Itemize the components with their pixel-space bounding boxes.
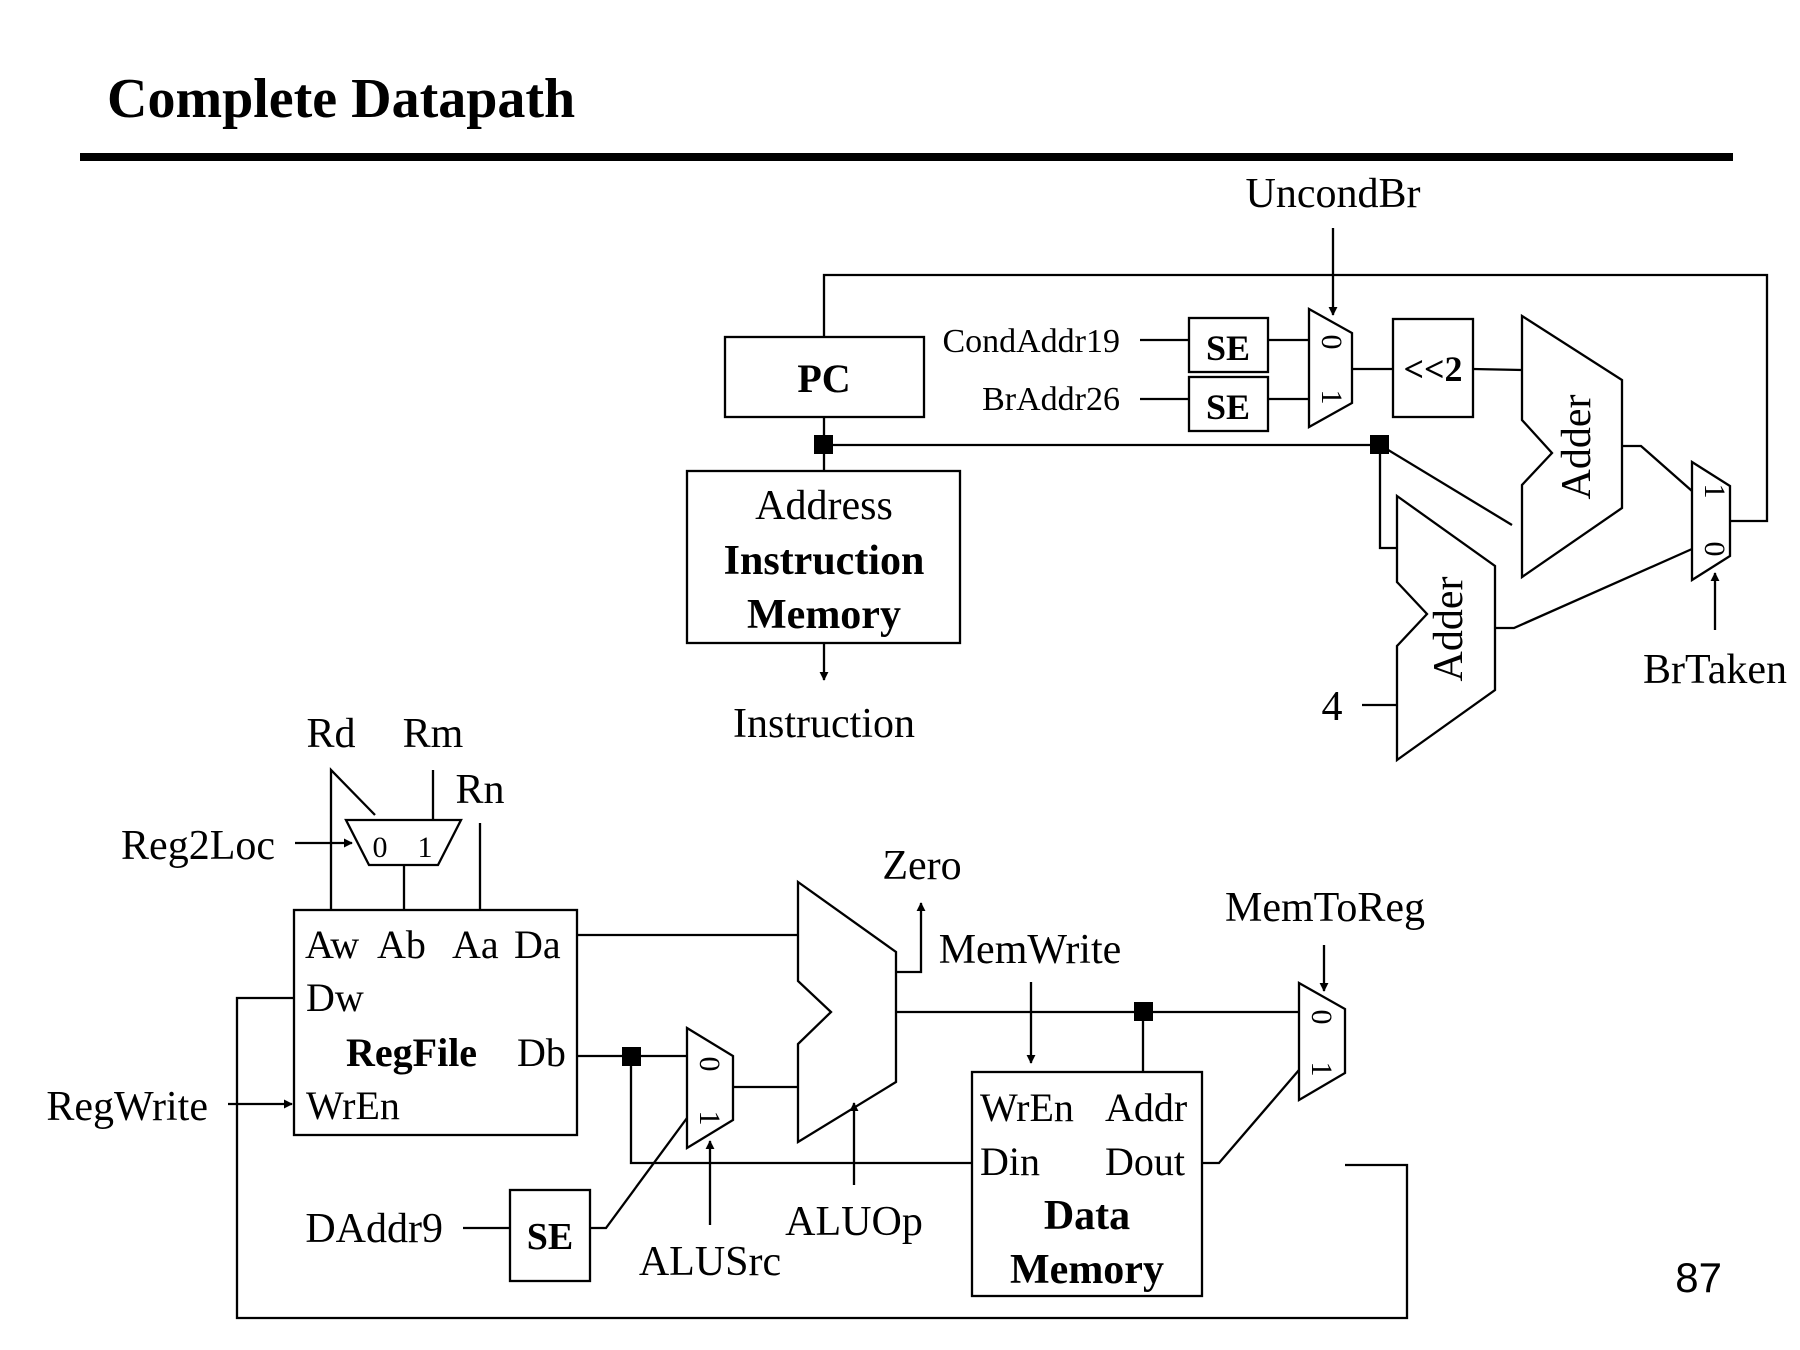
rm-label: Rm	[403, 711, 464, 757]
brtaken-mux-in1: 1	[1698, 484, 1731, 499]
pc-to-inc-adder-wire	[1378, 445, 1397, 550]
shift-to-adder-wire	[1472, 367, 1523, 372]
imem-title-line2: Memory	[747, 592, 901, 638]
condaddr19-label: CondAddr19	[942, 323, 1120, 360]
uncondbr-mux-in1: 1	[1315, 390, 1348, 405]
alusrc-mux-in1: 1	[693, 1111, 726, 1126]
se-br-label: SE	[1206, 387, 1250, 427]
alusrc-label: ALUSrc	[639, 1239, 781, 1285]
data-memory-section: MemWrite WrEn Addr Din Dout Data Memory …	[939, 885, 1425, 1298]
regwrite-label: RegWrite	[46, 1084, 208, 1130]
slide-title: Complete Datapath	[107, 68, 575, 130]
zero-wire	[896, 902, 926, 974]
register-file-section: Rd Rm Rn 0 1 Reg2Loc Aw Ab Aa Da Dw RegF…	[46, 711, 1409, 1320]
dmem-dout-port: Dout	[1105, 1139, 1185, 1184]
shift-left-2-label: <<2	[1403, 349, 1462, 389]
regfile-title: RegFile	[346, 1030, 477, 1075]
se-daddr-box	[508, 1188, 592, 1283]
branch-adder-label: Adder	[1554, 395, 1600, 500]
writeback-wire	[235, 996, 1409, 1320]
imem-title-line1: Instruction	[724, 538, 925, 584]
memtoreg-mux-in0: 0	[1305, 1010, 1338, 1025]
se-br-box	[1187, 375, 1270, 433]
instruction-output-label: Instruction	[733, 701, 915, 747]
daddr9-label: DAddr9	[305, 1206, 443, 1252]
db-to-dmem-din-wire	[629, 1056, 975, 1165]
instruction-memory-box	[685, 469, 962, 645]
memtoreg-mux	[1297, 981, 1347, 1103]
instruction-memory: Address Instruction Memory Instruction	[685, 469, 962, 747]
alusrc-mux	[685, 1025, 735, 1151]
pc-feedback-wire	[822, 273, 1769, 523]
regfile-wren-port: WrEn	[306, 1083, 400, 1128]
rd-wire	[329, 767, 376, 910]
alu	[796, 879, 898, 1145]
zero-label: Zero	[882, 843, 961, 889]
se-cond-box	[1187, 316, 1270, 374]
pc-label: PC	[797, 356, 850, 401]
imem-address-label: Address	[755, 483, 893, 529]
braddr26-label: BrAddr26	[982, 381, 1120, 418]
branch-adder	[1520, 313, 1624, 580]
regfile-da-port: Da	[514, 922, 561, 967]
branch-adder-to-mux-wire	[1622, 444, 1693, 492]
register-file-box	[292, 908, 579, 1137]
page-number: 87	[1675, 1254, 1722, 1301]
reg2loc-mux-in1: 1	[418, 831, 433, 864]
brtaken-label: BrTaken	[1643, 647, 1787, 693]
alusrc-mux-in0: 0	[693, 1057, 726, 1072]
pc-bus-junction	[1370, 435, 1389, 454]
pc-section: PC	[723, 273, 1769, 550]
regfile-aw-port: Aw	[305, 922, 359, 967]
uncondbr-mux	[1307, 307, 1354, 429]
regfile-aa-port: Aa	[452, 922, 499, 967]
reg2loc-mux	[344, 818, 463, 867]
rn-label: Rn	[455, 767, 504, 813]
brtaken-mux	[1690, 459, 1732, 583]
memtoreg-label: MemToReg	[1225, 885, 1425, 931]
pc-to-branch-adder-wire	[1379, 444, 1513, 526]
increment-adder	[1395, 493, 1497, 763]
dout-to-mux-wire	[1202, 1069, 1300, 1165]
dmem-wren-port: WrEn	[980, 1085, 1074, 1130]
uncondbr-mux-in0: 0	[1315, 335, 1348, 350]
data-memory-box	[970, 1070, 1204, 1298]
alu-result-junction	[1134, 1002, 1153, 1021]
reg2loc-label: Reg2Loc	[121, 823, 275, 869]
memwrite-label: MemWrite	[939, 927, 1122, 973]
branch-address-logic: UncondBr CondAddr19 SE BrAddr26 SE 0 1 <…	[942, 171, 1787, 763]
dmem-title-line1: Data	[1044, 1193, 1130, 1239]
dmem-din-port: Din	[980, 1139, 1040, 1184]
se-daddr-label: SE	[527, 1216, 573, 1258]
increment-adder-label: Adder	[1426, 577, 1472, 682]
regfile-db-port: Db	[517, 1030, 566, 1075]
dmem-addr-port: Addr	[1105, 1085, 1187, 1130]
regfile-ab-port: Ab	[377, 922, 426, 967]
uncondbr-label: UncondBr	[1246, 171, 1421, 217]
alu-section: 0 1 ALUSrc DAddr9 SE Zero ALUOp	[305, 843, 1299, 1285]
se-cond-label: SE	[1206, 328, 1250, 368]
regfile-dw-port: Dw	[306, 975, 364, 1020]
rd-label: Rd	[306, 711, 355, 757]
pc-junction	[814, 435, 833, 454]
increment-adder-to-mux-wire	[1495, 547, 1693, 630]
dmem-title-line2: Memory	[1010, 1247, 1164, 1293]
aluop-label: ALUOp	[785, 1199, 923, 1245]
reg2loc-mux-in0: 0	[373, 831, 388, 864]
constant-four-label: 4	[1322, 684, 1343, 730]
brtaken-mux-in0: 0	[1698, 542, 1731, 557]
shift-left-2-box	[1391, 317, 1475, 419]
title-rule	[80, 153, 1733, 161]
memtoreg-mux-in1: 1	[1305, 1062, 1338, 1077]
se-to-alusrc-mux-wire	[590, 1117, 688, 1230]
